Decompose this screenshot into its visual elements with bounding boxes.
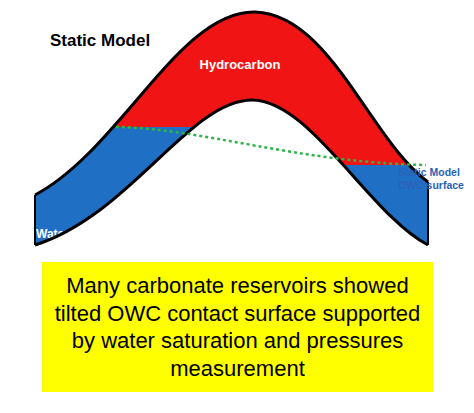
node-text: Water (36, 227, 96, 241)
note-box: Many carbonate reservoirs showed tilted … (42, 262, 433, 392)
owc-label: Static Model OWC surface (398, 166, 474, 192)
node-text: Hydrocarbon (190, 57, 290, 72)
node-text: Many carbonate reservoirs showed tilted … (52, 272, 423, 382)
hydrocarbon-fill (35, 12, 428, 245)
water-fill (35, 12, 428, 245)
diagram-title: Static Model (50, 31, 150, 51)
